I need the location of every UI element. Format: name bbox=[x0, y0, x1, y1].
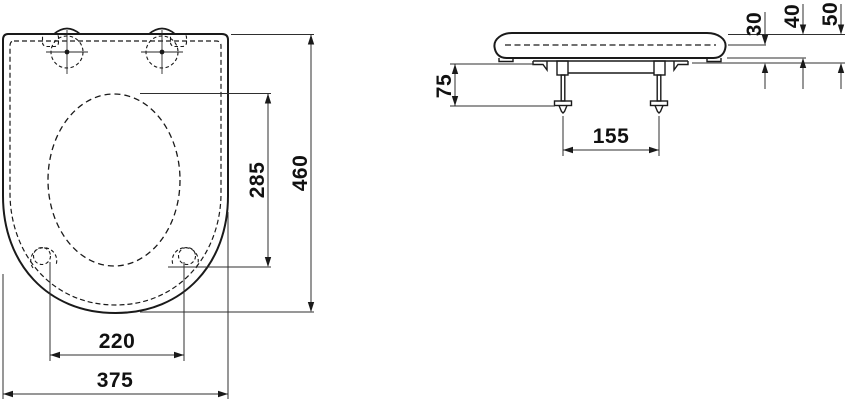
dim-label-375: 375 bbox=[97, 369, 134, 392]
dim-label-285: 285 bbox=[246, 162, 269, 199]
dimension-overall-width: 375 bbox=[2, 212, 229, 399]
height-extension-lines bbox=[692, 34, 845, 64]
side-view: 75 155 30 bbox=[433, 2, 845, 156]
dimension-bolt-spacing: 155 bbox=[562, 116, 660, 156]
fixing-bolt-left bbox=[553, 74, 573, 114]
seat-ring-hidden-outline bbox=[9, 40, 222, 306]
bumper-right bbox=[171, 246, 199, 269]
lid-profile bbox=[493, 32, 727, 59]
bumper-left bbox=[30, 246, 58, 269]
lid-foot-left bbox=[498, 58, 514, 63]
arrowhead-right bbox=[649, 146, 659, 154]
bumper-inner-circle bbox=[177, 246, 197, 266]
lid-foot-right bbox=[706, 58, 722, 63]
bolt-washer bbox=[649, 100, 669, 107]
arrowhead-up bbox=[307, 34, 315, 45]
hinge-left bbox=[41, 27, 88, 74]
bolt-housing-right bbox=[653, 60, 666, 76]
hinge-center-dot bbox=[159, 49, 165, 55]
hinge-cap-arc bbox=[148, 27, 176, 35]
bolt-washer bbox=[553, 100, 573, 107]
hinge-right bbox=[141, 27, 188, 74]
dim-label-75: 75 bbox=[433, 74, 456, 98]
dimension-total-height: 50 bbox=[819, 2, 845, 89]
arrowhead-down bbox=[264, 257, 272, 267]
dim-label-155: 155 bbox=[593, 125, 630, 148]
plan-view: 460 285 220 375 bbox=[2, 27, 315, 399]
dim-label-460: 460 bbox=[289, 155, 312, 192]
dim-label-50: 50 bbox=[819, 2, 842, 26]
arrowhead-down bbox=[799, 24, 807, 35]
dimension-ring-height: 30 bbox=[743, 12, 769, 89]
dimension-bolt-drop: 75 bbox=[433, 63, 555, 107]
hinge-cap-arc bbox=[53, 27, 81, 35]
arrowhead-up bbox=[799, 58, 807, 68]
arrowhead-up bbox=[837, 63, 845, 73]
dimension-opening-length: 285 bbox=[140, 93, 272, 268]
arrowhead-up bbox=[761, 63, 769, 73]
seat-outer-outline bbox=[2, 33, 229, 315]
dim-label-220: 220 bbox=[99, 330, 136, 353]
bumper-inner-circle bbox=[32, 246, 52, 266]
bolt-housing-left bbox=[556, 60, 569, 76]
bracket-step-right bbox=[673, 61, 689, 73]
bracket-step-left bbox=[532, 61, 548, 73]
arrowhead-left bbox=[3, 390, 13, 398]
arrowhead-down bbox=[307, 302, 315, 312]
hinge-bracket bbox=[532, 60, 689, 76]
arrowhead-up bbox=[451, 64, 459, 74]
bolt-rod bbox=[656, 74, 662, 102]
dim-label-30: 30 bbox=[743, 12, 766, 36]
arrowhead-right bbox=[218, 390, 228, 398]
arrowhead-down bbox=[837, 24, 845, 35]
arrowhead-left bbox=[50, 351, 60, 359]
dimension-overall-length: 460 bbox=[140, 34, 315, 313]
seat-opening-ellipse bbox=[47, 93, 181, 267]
dimension-bumper-spacing: 220 bbox=[49, 262, 185, 361]
bolt-tip bbox=[654, 105, 664, 114]
arrowhead-down bbox=[761, 35, 769, 45]
bolt-tip bbox=[558, 105, 568, 114]
hinge-center-dot bbox=[64, 49, 70, 55]
dimension-lid-edge-height: 40 bbox=[781, 4, 807, 89]
arrowhead-right bbox=[174, 351, 184, 359]
dim-label-40: 40 bbox=[781, 4, 804, 28]
bumper-outer-arc bbox=[171, 247, 199, 269]
arrowhead-left bbox=[563, 146, 573, 154]
arrowhead-up bbox=[264, 93, 272, 104]
fixing-bolt-right bbox=[649, 74, 669, 114]
bolt-rod bbox=[560, 74, 566, 102]
arrowhead-down bbox=[451, 96, 459, 106]
bumper-outer-arc bbox=[30, 247, 58, 269]
